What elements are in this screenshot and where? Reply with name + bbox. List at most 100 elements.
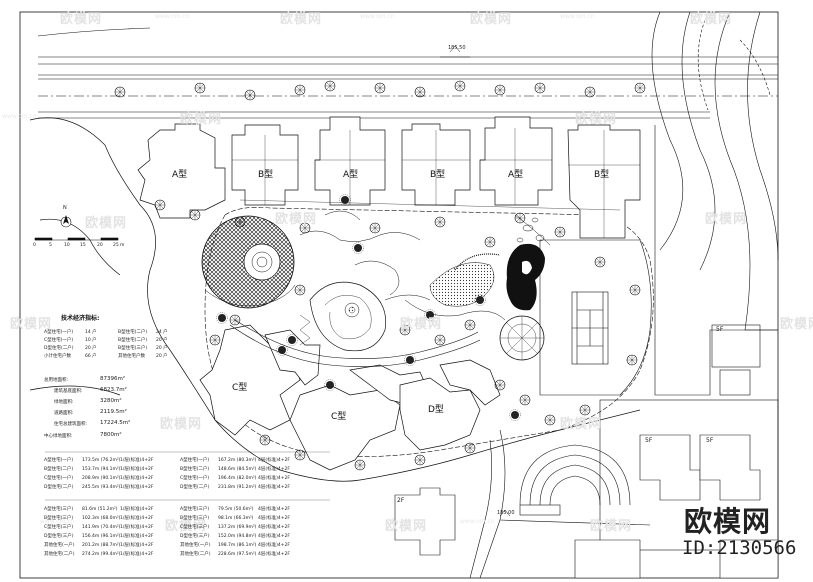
unit-note: 1/层(标准)4+2F	[120, 525, 154, 530]
stat-label: 建筑基底面积:	[54, 389, 83, 394]
unit-note: 1/层(标准)4+2F	[120, 534, 154, 539]
watermark: 欧模网	[60, 12, 103, 27]
stat-label: 中心绿地面积:	[44, 434, 73, 439]
unit-note: 1/层(标准)4+2F	[120, 476, 154, 481]
unit-note: 4层(标准)4+2F	[258, 516, 290, 521]
unit-label: D型住宅(三户)	[180, 534, 210, 539]
building-row-bottom	[199, 324, 501, 471]
watermark: 欧模网	[470, 12, 513, 27]
unit-note: 1/层(标准)4+2F	[120, 543, 154, 548]
right-curved-road	[651, 11, 779, 331]
scale-tick-10: 10	[64, 243, 70, 248]
stat-value: 7800m²	[100, 432, 122, 438]
unit-label: C型住宅(三户)	[44, 525, 74, 530]
unit-label: C型住宅(一户)	[180, 476, 210, 481]
scale-tick-20: 20	[97, 243, 103, 248]
unit-label: D型住宅(二户)	[180, 485, 210, 490]
unit-note: 1/层(标准)4+2F	[120, 467, 154, 472]
unit-note: 1/层(标准)4+2F	[120, 552, 154, 557]
unit-label: A型住宅(一户)	[180, 458, 210, 463]
building-label-a2: A型	[343, 170, 359, 180]
watermark-url: www.om.cn	[155, 13, 190, 20]
unit-note: 1/层(标准)4+2F	[120, 458, 154, 463]
unit-area: 228.6m (97.5m²)	[218, 552, 257, 557]
watermark: 欧模网	[85, 216, 128, 231]
watermark: 欧模网	[280, 12, 323, 27]
curved-walkway	[229, 319, 481, 367]
stat-label: B型住宅(二户)	[118, 330, 148, 335]
top-road	[37, 27, 778, 119]
watermark: 欧模网	[180, 112, 223, 127]
watermark-url: www.om.cn	[460, 518, 495, 525]
stat-label: A型住宅(一户)	[44, 330, 74, 335]
unit-label: 其他住宅(二户)	[44, 552, 75, 557]
building-label-d1: D型	[428, 405, 444, 415]
elevation-label-top: 185.50	[448, 45, 466, 51]
unit-label: A型住宅(一户)	[44, 458, 74, 463]
stat-value: 20 户	[156, 346, 168, 351]
watermark: 欧模网	[160, 417, 203, 432]
stat-label: D型住宅(二户)	[44, 346, 74, 351]
unit-area: 201.2m (88.7m²)	[82, 543, 121, 548]
watermark: 欧模网	[690, 12, 733, 27]
unit-note: 4层(标准)4+2F	[258, 525, 290, 530]
unit-note: 4层(标准)4+2F	[258, 534, 290, 539]
building-label-a1: A型	[172, 170, 188, 180]
watermark: 欧模网	[560, 417, 603, 432]
stat-value: 2119.5m²	[100, 409, 127, 415]
stat-value: 66 户	[85, 354, 97, 359]
watermark: 欧模网	[780, 317, 813, 332]
garden-paths	[299, 210, 551, 321]
watermark: 欧模网	[590, 519, 633, 534]
unit-label: B型住宅(三户)	[44, 516, 74, 521]
unit-area: 167.2m (80.3m²)	[218, 458, 257, 463]
unit-area: 173.5m (76.2m²)	[82, 458, 121, 463]
building-row-top-details	[232, 128, 640, 238]
stat-label: 绿地面积:	[54, 400, 74, 405]
watermark: 欧模网	[275, 212, 318, 227]
building-label-a3: A型	[508, 170, 524, 180]
brand-logo-text: 欧模网	[684, 505, 772, 538]
building-label-b1: B型	[258, 170, 274, 180]
unit-label: A型住宅(三户)	[44, 507, 74, 512]
unit-area: 153.7m (94.1m²)	[82, 467, 121, 472]
unit-note: 4层(标准)4+2F	[258, 476, 290, 481]
right-parcel	[599, 125, 779, 551]
stat-value: 20 户	[85, 346, 97, 351]
stat-label: 道路面积:	[54, 411, 74, 416]
scale-tick-5: 5	[49, 243, 52, 248]
unit-area: 274.2m (99.4m²)	[82, 552, 121, 557]
scale-tick-0: 0	[33, 243, 36, 248]
stat-value: 10 户	[85, 338, 97, 343]
unit-note: 4层(标准)4+2F	[258, 552, 290, 557]
unit-area: 79.5m (50.6m²)	[218, 507, 254, 512]
stat-value: 24 户	[156, 330, 168, 335]
stat-value: 3280m²	[100, 398, 122, 404]
watermark-url: www.om.cn	[360, 13, 395, 20]
stats-title: 技术经济指标:	[61, 315, 100, 322]
watermark-url: www.om.cn	[40, 518, 75, 525]
unit-note: 1/层(标准)4+2F	[120, 516, 154, 521]
watermark: 欧模网	[400, 317, 443, 332]
unit-area: 148.6m (84.5m²)	[218, 467, 257, 472]
unit-note: 1/层(标准)4+2F	[120, 485, 154, 490]
north-label: N	[63, 205, 67, 211]
unit-note: 1/层(标准)4+2F	[120, 507, 154, 512]
stat-label: 小计住宅户数	[44, 354, 71, 359]
unit-area: 98.1m (66.3m²)	[218, 516, 254, 521]
stat-label: B型住宅(三户)	[118, 346, 148, 351]
scale-tick-25: 25	[113, 243, 119, 248]
unit-label: D型住宅(二户)	[44, 485, 74, 490]
unit-note: 4层(标准)4+2F	[258, 467, 290, 472]
amphitheater	[469, 429, 651, 579]
building-label-c1: C型	[232, 383, 248, 393]
watermark-url: www.om.cn	[2, 113, 37, 120]
unit-area: 231.8m (91.2m²)	[218, 485, 257, 490]
unit-note: 4层(标准)4+2F	[258, 485, 290, 490]
tennis-court	[571, 291, 609, 365]
unit-label: B型住宅(二户)	[44, 467, 74, 472]
unit-area: 102.3m (68.0m²)	[82, 516, 121, 521]
stat-value: 6823.7m²	[100, 387, 127, 393]
north-arrow	[60, 215, 72, 228]
